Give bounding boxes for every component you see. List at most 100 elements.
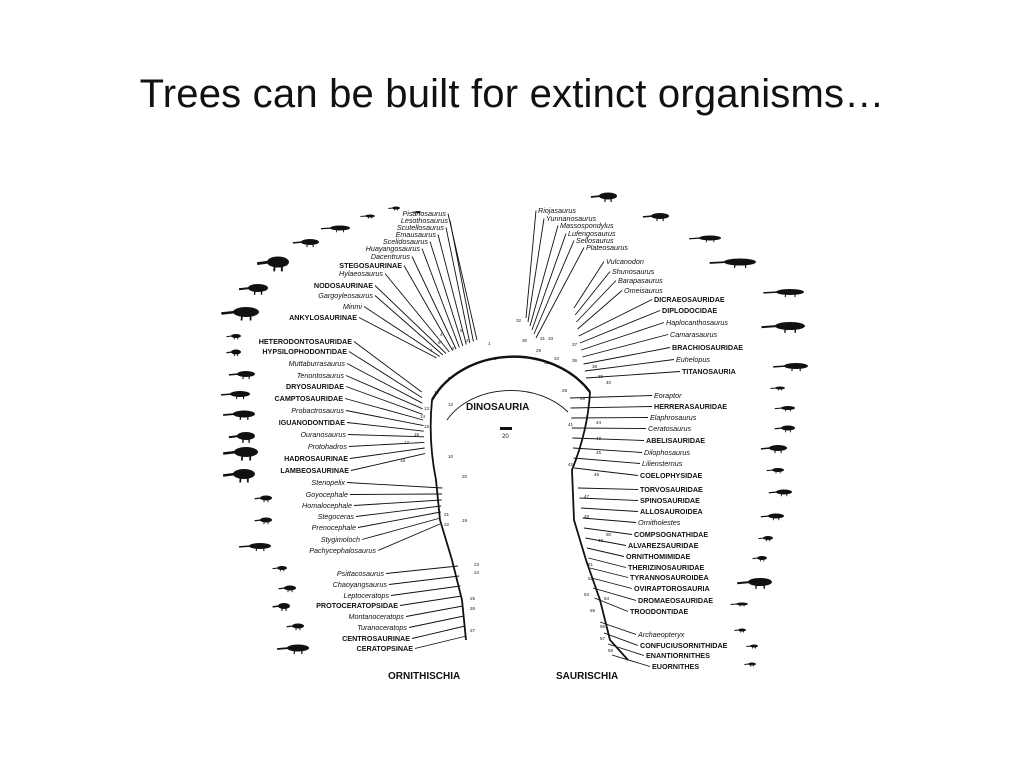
branch	[588, 557, 627, 568]
taxon-label: TITANOSAURIA	[682, 367, 736, 376]
dinosaur-tail	[220, 393, 233, 396]
dinosaur-silhouette	[776, 289, 804, 295]
taxon-label: Eoraptor	[654, 391, 682, 400]
dinosaur-legs	[242, 375, 250, 380]
taxon-label: COMPSOGNATHIDAE	[634, 530, 708, 539]
taxon-label: DIPLODOCIDAE	[662, 306, 717, 315]
branch	[377, 523, 441, 551]
node-number: 38	[592, 364, 598, 369]
dinosaur-tail	[689, 237, 702, 240]
taxon-label: CAMPTOSAURIDAE	[274, 394, 343, 403]
node-number: 51	[588, 562, 594, 567]
dinosaur-tail	[272, 605, 280, 608]
branch	[571, 417, 649, 419]
taxon-label: Protohadros	[308, 442, 348, 451]
taxon-label: CONFUCIUSORNITHIDAE	[640, 641, 728, 650]
branch	[421, 248, 460, 348]
branch	[345, 375, 423, 410]
dinosaur-legs	[233, 353, 239, 357]
dinosaur-tail	[763, 291, 779, 294]
dinosaur-legs	[705, 239, 715, 243]
dinosaur-tail	[254, 497, 262, 500]
branch	[445, 227, 471, 344]
dinosaur-legs	[263, 521, 269, 525]
taxon-label: ALVAREZSAURIDAE	[628, 541, 699, 550]
branch	[573, 457, 641, 464]
dinosaur-tail	[752, 557, 759, 560]
branch	[585, 537, 627, 546]
dinosaur-legs	[240, 454, 252, 461]
taxon-label: TYRANNOSAUROIDEA	[630, 573, 709, 582]
dinosaur-legs	[772, 517, 780, 521]
branch	[574, 467, 639, 476]
left-clade-label: ORNITHISCHIA	[388, 671, 460, 682]
dinosaur-silhouette	[781, 425, 795, 431]
node-number: 56	[600, 624, 606, 629]
dinosaur-tail	[228, 435, 239, 439]
dinosaur-tail	[238, 287, 251, 291]
dinosaur-legs	[235, 395, 245, 400]
branch	[570, 406, 653, 409]
dinosaur-silhouette	[233, 410, 255, 418]
branch	[384, 273, 450, 353]
dinosaur-legs	[777, 388, 783, 391]
branch	[429, 241, 464, 347]
dinosaur-tail	[278, 587, 286, 590]
dinosaur-tail	[737, 581, 751, 585]
node-number: 30	[522, 338, 528, 343]
tree-branches	[344, 210, 681, 667]
dinosaur-tail	[768, 491, 778, 494]
branch	[353, 341, 422, 393]
taxon-label: ALLOSAUROIDEA	[640, 507, 703, 516]
branch	[399, 595, 462, 606]
taxon-label: DICRAEOSAURIDAE	[654, 295, 725, 304]
branch	[355, 505, 442, 517]
taxon-label: Homalocephale	[302, 501, 352, 510]
taxon-label: OVIRAPTOROSAURIA	[634, 584, 710, 593]
branch	[374, 295, 444, 356]
right-stem	[571, 391, 629, 661]
node-number: 16	[414, 432, 420, 437]
taxon-label: Vulcanodon	[606, 257, 644, 266]
dinosaur-legs	[255, 547, 265, 552]
node-number: 53	[584, 592, 590, 597]
taxon-label: ENANTIORNITHES	[646, 651, 710, 660]
left-stem	[429, 399, 467, 641]
taxon-label: TORVOSAURIDAE	[640, 485, 703, 494]
node-number: 28	[562, 388, 568, 393]
dinosaur-legs	[233, 337, 239, 340]
node-number: 5	[460, 328, 463, 333]
taxon-label: ORNITHOMIMIDAE	[626, 552, 690, 561]
dinosaur-silhouette	[775, 322, 805, 330]
taxon-label: Stenopelix	[311, 478, 345, 487]
dinosaur-tail	[223, 450, 237, 455]
branch	[579, 310, 661, 344]
dinosaur-tail	[761, 325, 779, 329]
dinosaur-silhouette	[292, 623, 304, 629]
branch	[592, 587, 637, 601]
dinosaur-silhouette	[237, 371, 255, 377]
taxon-label: Camarasaurus	[670, 330, 718, 339]
taxon-label: HETERODONTOSAURIDAE	[259, 337, 353, 346]
taxon-label: Hylaeosaurus	[339, 269, 383, 278]
taxon-label: Liliensternus	[642, 459, 683, 468]
dinosaur-legs	[242, 438, 250, 443]
dinosaur-silhouette	[736, 602, 748, 606]
right-clade-label: SAURISCHIA	[556, 671, 618, 682]
branch	[569, 395, 653, 399]
node-number: 50	[606, 532, 612, 537]
branch	[358, 317, 437, 359]
taxon-label: Scelidosaurus	[383, 237, 429, 246]
branch	[374, 285, 447, 354]
dinosaur-silhouette	[365, 214, 375, 218]
node-number: 42	[568, 462, 574, 467]
taxon-label: Shunosaurus	[612, 267, 655, 276]
dinosaur-legs	[740, 630, 744, 633]
branch	[346, 363, 423, 404]
node-number: 58	[608, 648, 614, 653]
node-number: 32	[516, 318, 522, 323]
taxon-label: EUORNITHES	[652, 662, 699, 671]
branch	[529, 225, 559, 327]
dinosaur-tail	[272, 567, 279, 570]
